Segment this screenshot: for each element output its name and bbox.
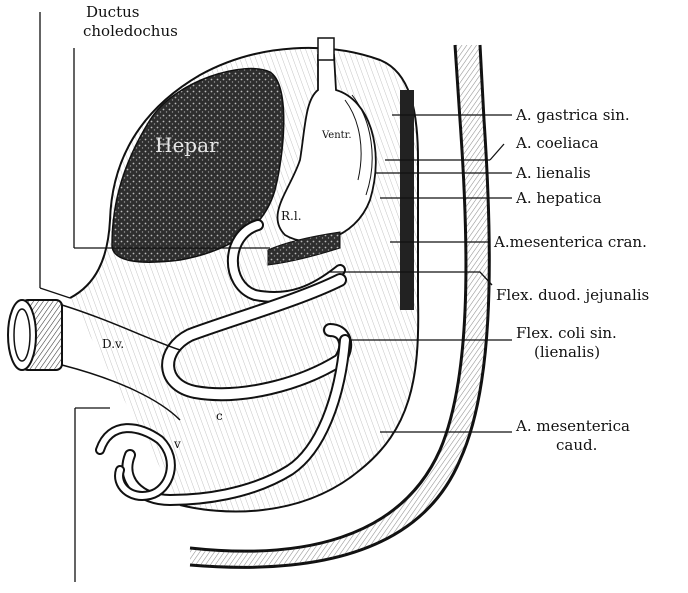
label-dv: D.v. bbox=[102, 337, 124, 351]
label-a-hepatica: A. hepatica bbox=[516, 189, 602, 207]
label-a-coeliaca: A. coeliaca bbox=[516, 134, 599, 152]
label-ductus-line2: choledochus bbox=[83, 22, 178, 40]
aorta-vessel bbox=[400, 90, 414, 310]
label-rl: R.l. bbox=[281, 209, 302, 223]
label-v: v bbox=[173, 437, 181, 451]
label-a-mesenterica-caud-line1: A. mesenterica bbox=[516, 417, 630, 435]
label-a-mesenterica-cran: A.mesenterica cran. bbox=[494, 233, 647, 251]
label-a-mesenterica-caud-line2: caud. bbox=[556, 436, 597, 454]
label-a-lienalis: A. lienalis bbox=[516, 164, 591, 182]
label-flex-duod-jejunalis: Flex. duod. jejunalis bbox=[496, 286, 649, 304]
label-ventr: Ventr. bbox=[321, 130, 352, 141]
label-a-gastrica-sin: A. gastrica sin. bbox=[516, 106, 630, 124]
label-flex-coli-sin-line2: (lienalis) bbox=[534, 343, 600, 361]
esophagus bbox=[318, 38, 334, 60]
label-ductus-line1: Ductus bbox=[86, 3, 139, 21]
label-hepar: Hepar bbox=[155, 133, 219, 157]
label-flex-coli-sin-line1: Flex. coli sin. bbox=[516, 324, 617, 342]
label-c: c bbox=[216, 409, 223, 423]
